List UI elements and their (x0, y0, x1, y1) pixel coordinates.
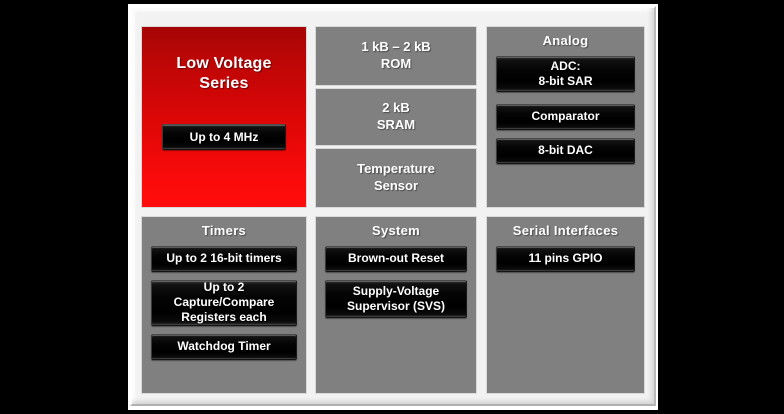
block-supply-voltage-supervisor[interactable]: Supply-Voltage Supervisor (SVS) (325, 279, 467, 318)
block-rom-line1: 1 kB – 2 kB (361, 39, 431, 55)
block-dac[interactable]: 8-bit DAC (496, 137, 635, 164)
block-adc-line2: 8-bit SAR (538, 73, 593, 88)
block-capture-compare-line1: Up to 2 (203, 280, 245, 295)
block-sram-line1: 2 kB (382, 100, 410, 116)
block-adc[interactable]: ADC: 8-bit SAR (496, 55, 635, 92)
block-adc-line1: ADC: (550, 58, 581, 73)
block-svs-line1: Supply-Voltage (352, 283, 440, 298)
block-16bit-timers[interactable]: Up to 2 16-bit timers (151, 245, 297, 272)
block-gpio-pins[interactable]: 11 pins GPIO (496, 245, 635, 272)
panel-timers: Timers Up to 2 16-bit timers Up to 2 Cap… (141, 216, 307, 394)
panel-low-voltage-series: Low Voltage Series Up to 4 MHz (141, 26, 307, 208)
hero-title-line2: Series (199, 75, 249, 92)
block-rom: 1 kB – 2 kB ROM (315, 26, 477, 86)
block-temp-line1: Temperature (357, 161, 435, 177)
panel-system: System Brown-out Reset Supply-Voltage Su… (315, 216, 477, 394)
block-brown-out-reset[interactable]: Brown-out Reset (325, 245, 467, 272)
hero-title: Low Voltage Series (176, 54, 271, 94)
block-watchdog-timer[interactable]: Watchdog Timer (151, 333, 297, 360)
block-temperature-sensor: Temperature Sensor (315, 148, 477, 208)
panel-serial-interfaces: Serial Interfaces 11 pins GPIO (486, 216, 645, 394)
diagram-panel-grid: Low Voltage Series Up to 4 MHz 1 kB – 2 … (141, 26, 645, 394)
block-capture-compare-line3: Registers each (181, 310, 267, 325)
block-temp-line2: Sensor (373, 178, 419, 193)
block-cpu-speed[interactable]: Up to 4 MHz (162, 124, 286, 150)
panel-system-heading: System (371, 223, 421, 238)
block-svs-line2: Supervisor (SVS) (346, 298, 446, 313)
block-sram: 2 kB SRAM (315, 88, 477, 146)
panel-timers-heading: Timers (201, 223, 247, 238)
panel-memory: 1 kB – 2 kB ROM 2 kB SRAM Temperature Se… (315, 26, 477, 208)
panel-serial-heading: Serial Interfaces (512, 223, 619, 238)
block-sram-line2: SRAM (376, 117, 416, 132)
block-capture-compare-registers[interactable]: Up to 2 Capture/Compare Registers each (151, 279, 297, 326)
hero-title-line1: Low Voltage (176, 55, 272, 72)
block-rom-line2: ROM (380, 56, 412, 71)
panel-analog-heading: Analog (542, 33, 589, 48)
block-capture-compare-line2: Capture/Compare (173, 295, 275, 310)
panel-analog: Analog ADC: 8-bit SAR Comparator 8-bit D… (486, 26, 645, 208)
block-comparator[interactable]: Comparator (496, 103, 635, 130)
